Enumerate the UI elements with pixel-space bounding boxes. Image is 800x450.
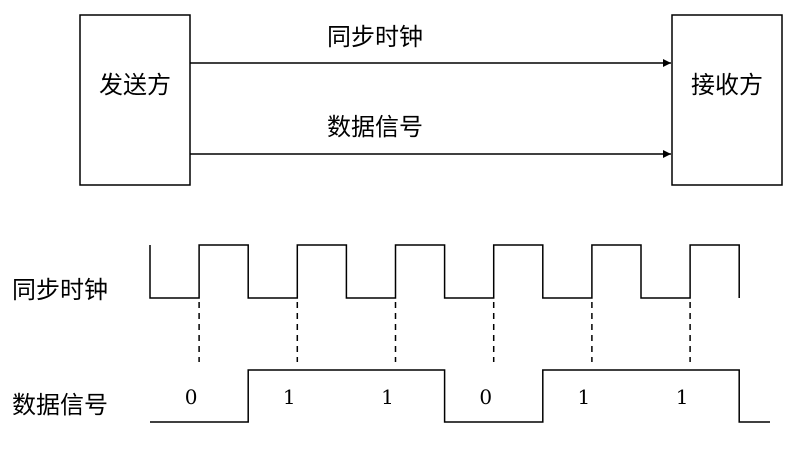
sender-box <box>79 14 191 186</box>
data-waveform <box>150 369 770 423</box>
bit-label: 1 <box>381 385 394 409</box>
receiver-block: 接收方 <box>671 14 783 186</box>
clock-link-label: 同步时钟 <box>327 23 423 51</box>
clock-row-label: 同步时钟 <box>12 276 108 304</box>
sender-block: 发送方 <box>79 14 191 186</box>
bit-label: 1 <box>578 385 591 409</box>
clock-wave-path <box>149 244 740 299</box>
bit-label: 1 <box>283 385 296 409</box>
sender-label: 发送方 <box>99 71 171 99</box>
sampling-markers <box>198 302 691 362</box>
bit-label: 1 <box>676 385 689 409</box>
bit-label: 0 <box>479 385 492 409</box>
data-wave-path <box>150 369 770 423</box>
bit-label: 0 <box>185 385 198 409</box>
receiver-label: 接收方 <box>691 71 763 99</box>
data-link-label: 数据信号 <box>327 113 423 141</box>
bit-labels: 0 1 1 0 1 1 <box>185 385 689 409</box>
clock-link: 同步时钟 <box>190 23 671 67</box>
data-link: 数据信号 <box>190 113 671 158</box>
receiver-box <box>671 14 783 186</box>
clock-waveform <box>149 244 740 299</box>
data-row-label: 数据信号 <box>12 391 108 419</box>
